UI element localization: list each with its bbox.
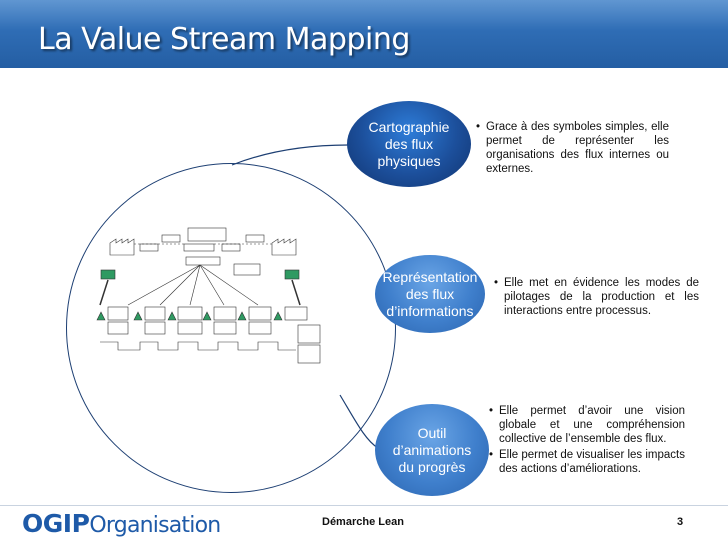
vsm-box-right-mid <box>221 243 241 252</box>
concept-bubble-cartographie: Cartographie des flux physiques <box>347 101 471 187</box>
vsm-supplier-factory <box>109 238 135 256</box>
vsm-box-center <box>183 243 215 252</box>
vsm-truck-right <box>284 269 300 280</box>
concept-description-cartographie: Grace à des symboles simples, elle perme… <box>476 120 669 178</box>
slide-title: La Value Stream Mapping <box>38 22 410 57</box>
vsm-production-control-box <box>187 227 227 242</box>
vsm-value-added-box <box>297 344 321 364</box>
logo-regular-text: Organisation <box>89 513 221 538</box>
footer-label: Démarche Lean <box>322 516 404 528</box>
concept-bubble-label: Cartographie des flux physiques <box>368 118 450 169</box>
title-bar-shine <box>0 0 728 30</box>
bullet-item: Elle met en évidence les modes de pilota… <box>494 276 699 318</box>
title-bar: La Value Stream Mapping <box>0 0 728 68</box>
vsm-box-info <box>233 263 261 276</box>
concept-bubble-outil: Outil d’animations du progrès <box>375 404 489 496</box>
vsm-process-assembly2 <box>248 306 272 321</box>
vsm-customer-factory <box>271 238 297 256</box>
vsm-drawing <box>96 227 321 364</box>
vsm-process-shipping <box>284 306 308 321</box>
vsm-circle-frame <box>66 163 396 493</box>
vsm-timeline <box>100 341 296 351</box>
vsm-process-stamping <box>107 306 129 321</box>
connector-bottom <box>339 394 379 449</box>
bullet-item: Elle permet de visualiser les impacts de… <box>489 448 685 476</box>
ogip-logo: OGIPOrganisation <box>22 509 221 539</box>
vsm-weekly-schedule <box>161 234 181 243</box>
concept-description-outil: Elle permet d’avoir une vision globale e… <box>489 404 685 478</box>
vsm-process-assembly1 <box>213 306 237 321</box>
vsm-truck-left <box>100 269 116 280</box>
logo-bold-text: OGIP <box>22 509 90 538</box>
concept-bubble-label: Outil d’animations du progrès <box>392 424 472 475</box>
vsm-lead-time-box <box>297 324 321 344</box>
vsm-box-mrp <box>185 256 221 266</box>
footer-divider <box>0 505 728 506</box>
vsm-daily-schedule <box>245 234 265 243</box>
vsm-process-weld2 <box>177 306 203 321</box>
concept-description-representation: Elle met en évidence les modes de pilota… <box>494 276 699 320</box>
vsm-process-weld1 <box>144 306 166 321</box>
concept-bubble-representation: Représentation des flux d’informations <box>375 255 485 333</box>
page-number: 3 <box>677 516 684 528</box>
vsm-box-left-mid <box>139 243 159 252</box>
bullet-item: Grace à des symboles simples, elle perme… <box>476 120 669 176</box>
concept-bubble-label: Représentation des flux d’informations <box>382 268 478 319</box>
connector-top <box>231 144 349 166</box>
bullet-item: Elle permet d’avoir une vision globale e… <box>489 404 685 446</box>
